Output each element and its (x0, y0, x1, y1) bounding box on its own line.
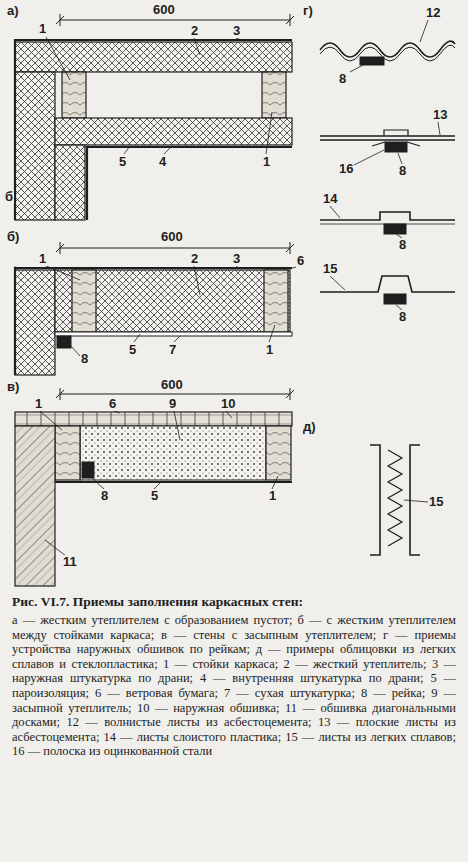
callout-number: 1 (38, 22, 47, 36)
callout-number: 8 (338, 72, 347, 86)
callout-number: 15 (322, 262, 338, 276)
callout-number: 1 (265, 343, 274, 357)
callout-number: 8 (100, 489, 109, 503)
callout-number: 16 (338, 162, 354, 176)
callout-number: 600 (160, 230, 184, 244)
callout-number: 8 (80, 352, 89, 366)
callout-number: 5 (118, 155, 127, 169)
callout-number: 9 (168, 397, 177, 411)
callout-number: 1 (34, 397, 43, 411)
wall-drawings (0, 0, 468, 600)
callout-number: 15 (428, 495, 444, 509)
callout-number: 10 (220, 397, 236, 411)
callout-number: 8 (398, 164, 407, 178)
callout-number: 2 (190, 24, 199, 38)
callout-number: 11 (62, 555, 78, 569)
callout-number: 7 (168, 343, 177, 357)
callout-number: 13 (432, 108, 448, 122)
callout-number: 2 (190, 252, 199, 266)
callout-number: 6 (296, 254, 305, 268)
callout-number: 1 (262, 155, 271, 169)
callout-number: 8 (398, 238, 407, 252)
caption-legend-text: а — жестким утеплителем с образованием п… (12, 613, 456, 759)
callout-number: 5 (128, 343, 137, 357)
callout-number: а) (6, 4, 20, 18)
callout-number: 4 (158, 155, 167, 169)
callout-number: 600 (160, 378, 184, 392)
callout-number: б) (6, 230, 20, 244)
callout-number: 8 (398, 310, 407, 324)
callout-number: 5 (150, 489, 159, 503)
callout-number: 600 (152, 3, 176, 17)
figure-caption: Рис. VI.7. Приемы заполнения каркасных с… (12, 594, 456, 610)
callout-number: 3 (232, 24, 241, 38)
callout-number: д) (302, 420, 317, 434)
callout-number: б (4, 190, 14, 204)
callout-number: 1 (38, 252, 47, 266)
callout-number: 14 (322, 192, 338, 206)
callout-number: в) (6, 380, 20, 394)
callout-number: 6 (108, 397, 117, 411)
callout-number: 1 (268, 489, 277, 503)
callout-number: 3 (232, 252, 241, 266)
callout-number: г) (302, 4, 314, 18)
callout-number: 12 (425, 6, 441, 20)
